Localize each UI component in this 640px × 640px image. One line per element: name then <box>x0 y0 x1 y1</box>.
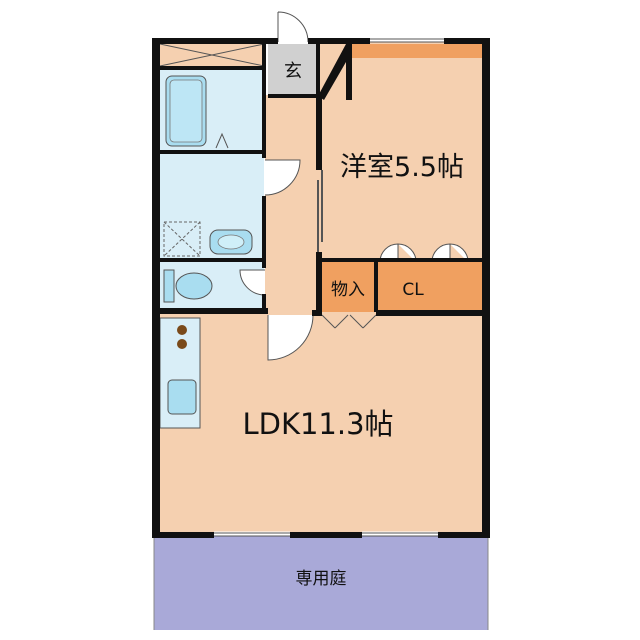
closet-label: CL <box>402 280 424 300</box>
entrance-label: 玄 <box>284 61 302 82</box>
storage-label: 物入 <box>331 280 365 300</box>
closet-door-swing <box>379 243 469 263</box>
wash-basin-bowl <box>217 234 245 250</box>
ldk-door-swing <box>267 314 314 361</box>
storage-floor <box>320 262 376 312</box>
stove-burner-icon <box>177 339 187 349</box>
walls <box>152 38 490 538</box>
washroom-door-swing <box>264 159 301 196</box>
ldk-label: LDK11.3帖 <box>242 407 393 441</box>
ldk-floor <box>200 312 488 534</box>
pan-diagonal <box>163 221 201 257</box>
western-room-label: 洋室5.5帖 <box>340 152 464 183</box>
washing-machine-pan <box>163 221 201 257</box>
stove-burner-icon <box>177 325 187 335</box>
bathtub-inner <box>169 79 203 143</box>
entrance-door-swing <box>277 11 309 43</box>
toilet-icon <box>175 272 213 300</box>
pan-diagonal <box>163 221 201 257</box>
western-room-floor <box>320 40 488 262</box>
hallway-floor <box>265 95 320 312</box>
top-shelf-cross <box>159 43 265 67</box>
closet-strip <box>352 44 484 58</box>
garden-area <box>154 536 488 630</box>
toilet-door-swing <box>239 269 266 296</box>
toilet-tank <box>163 269 175 303</box>
storage-door-swing <box>321 314 377 329</box>
garden-label: 専用庭 <box>296 569 347 589</box>
bath-door <box>215 132 229 149</box>
entrance-floor <box>268 44 318 96</box>
kitchen-sink-icon <box>167 379 197 415</box>
closet-floor <box>376 262 482 312</box>
